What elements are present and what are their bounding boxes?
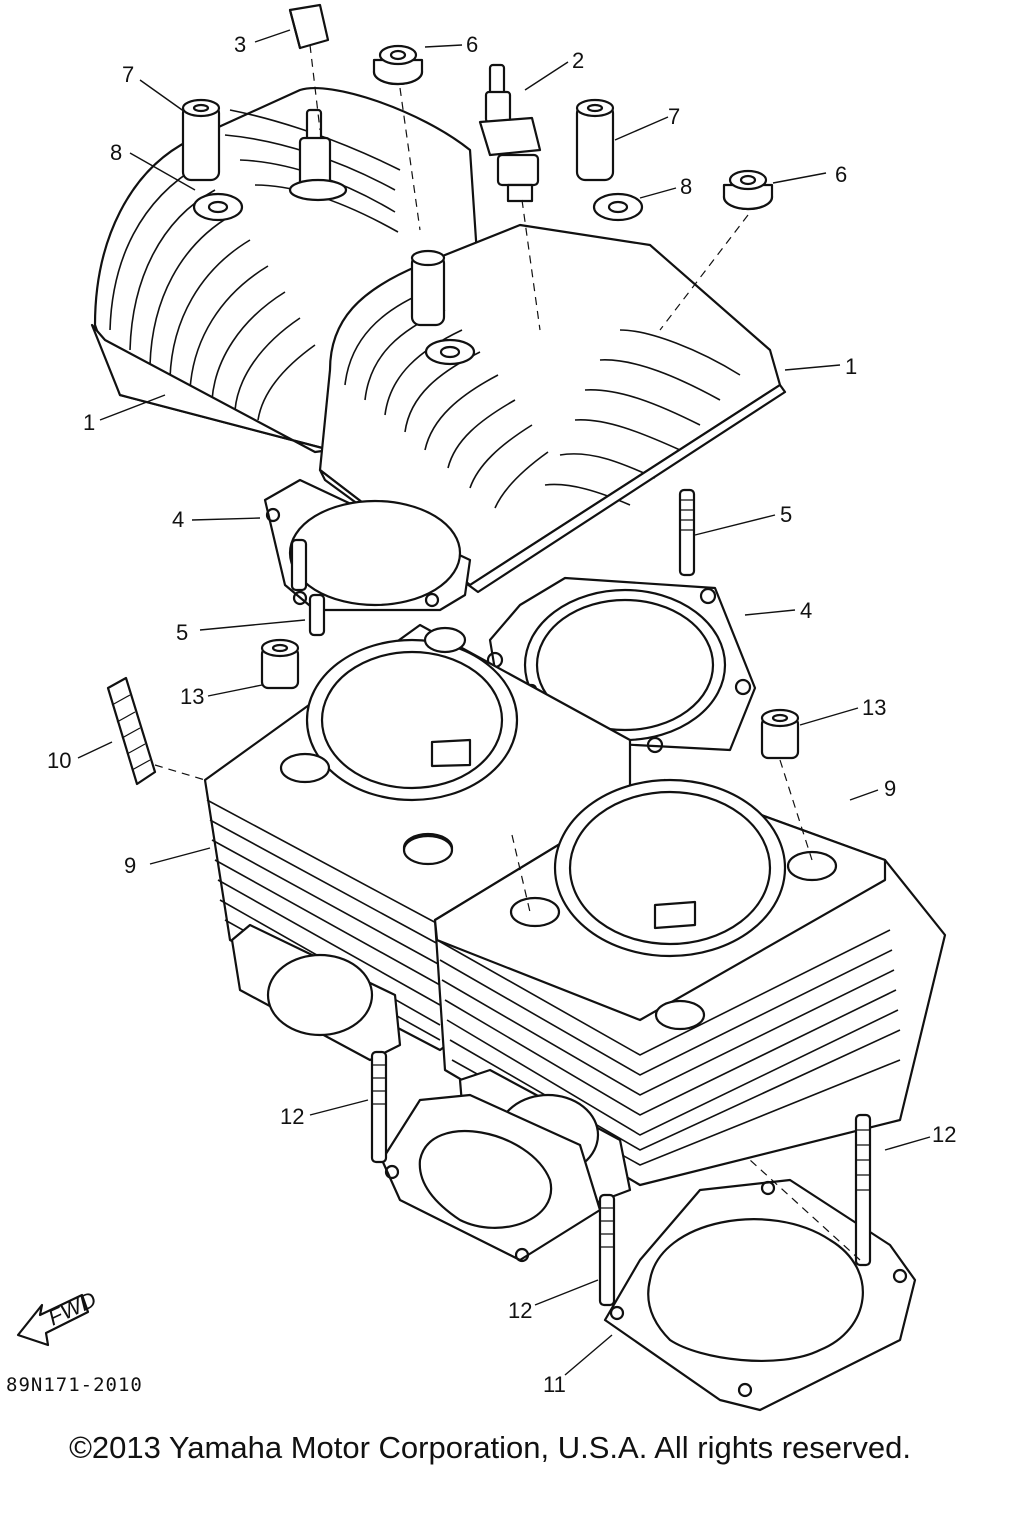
callout-13-left: 13	[180, 684, 204, 709]
callout-6-right: 6	[835, 162, 847, 187]
callout-9-left: 9	[124, 853, 136, 878]
callout-3: 3	[234, 32, 246, 57]
plug-strip-10	[106, 676, 157, 786]
cylinder-head-right	[318, 223, 787, 594]
copyright-notice: ©2013 Yamaha Motor Corporation, U.S.A. A…	[69, 1430, 911, 1465]
callout-12-center: 12	[508, 1298, 532, 1323]
callout-7-right: 7	[668, 104, 680, 129]
assembly-centerlines	[154, 44, 861, 1261]
callout-4-left: 4	[172, 507, 184, 532]
callout-5-right: 5	[780, 502, 792, 527]
callout-1-left: 1	[83, 410, 95, 435]
stud-5-right	[678, 488, 696, 577]
spark-plug-2	[478, 63, 542, 203]
head-gasket-4-left	[263, 478, 472, 612]
callout-4-right: 4	[800, 598, 812, 623]
washer-8-left	[192, 192, 244, 222]
callout-7-left: 7	[122, 62, 134, 87]
cap-3	[288, 3, 330, 50]
base-gasket-11-right	[603, 1178, 917, 1412]
stud-5-left	[290, 538, 326, 637]
dowel-13-left	[260, 638, 300, 690]
callout-12-right: 12	[932, 1122, 956, 1147]
spark-plug-left-head	[288, 108, 348, 202]
callout-12-left: 12	[280, 1104, 304, 1129]
washer-8-right	[592, 192, 644, 222]
sleeve-7-left	[181, 98, 221, 182]
stud-bolt-12-right	[854, 1113, 872, 1267]
callout-13-right: 13	[862, 695, 886, 720]
dowel-13-right	[760, 708, 800, 760]
leader-lines	[77, 29, 931, 1376]
diagram-code: 89N171-2010	[6, 1374, 143, 1396]
callout-5-left: 5	[176, 620, 188, 645]
fwd-label: FWD	[44, 1287, 100, 1331]
stud-bolt-12-center	[598, 1193, 616, 1307]
callout-11: 11	[543, 1372, 566, 1397]
callout-10: 10	[47, 748, 71, 773]
callout-1-right: 1	[845, 354, 857, 379]
forward-arrow-icon: FWD	[16, 1287, 100, 1347]
callout-8-left: 8	[110, 140, 122, 165]
sleeve-7-right	[575, 98, 615, 182]
nut-6-left	[372, 44, 424, 86]
callout-2: 2	[572, 48, 584, 73]
nut-6-right	[722, 169, 774, 211]
callout-6-left: 6	[466, 32, 478, 57]
callout-8-right: 8	[680, 174, 692, 199]
callout-numbers: 3 6 2 7 7 8 8 6 1 1 4 5 5 4 13 13 10 9 9…	[47, 32, 956, 1397]
stud-bolt-12-left	[370, 1050, 388, 1164]
base-gasket-left	[380, 1093, 602, 1263]
callout-9-right: 9	[884, 776, 896, 801]
